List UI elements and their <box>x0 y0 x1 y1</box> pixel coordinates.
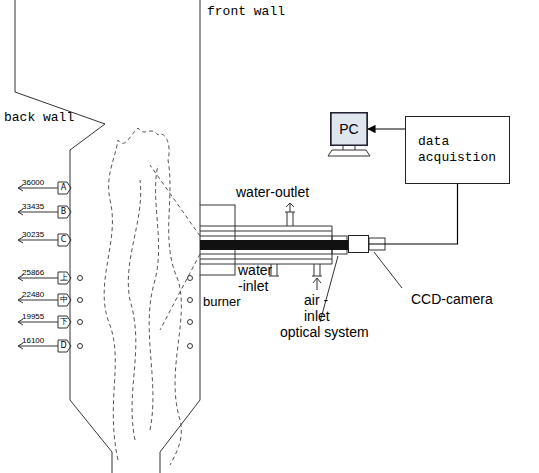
water-outlet-pipe <box>285 212 295 226</box>
level-letter: A <box>58 183 69 193</box>
part-label: water-outlet <box>236 184 309 200</box>
elevation-number: 16100 <box>22 336 44 345</box>
level-letter: 下 <box>58 317 69 327</box>
node-text: data acquistion <box>418 134 496 166</box>
boiler-outline <box>15 0 112 473</box>
flame <box>128 165 158 440</box>
pc-stand <box>328 146 370 156</box>
part-label: optical system <box>280 324 369 340</box>
pc-monitor: PC <box>330 112 368 146</box>
process-box: data acquistion <box>405 116 510 184</box>
elevation-number: 25866 <box>22 268 44 277</box>
level-letter: B <box>58 207 69 217</box>
elevation-number: 22480 <box>22 290 44 299</box>
leader-line <box>374 252 402 288</box>
elevation-number: 30235 <box>22 230 44 239</box>
air-inlet-arrow <box>313 278 321 290</box>
connector <box>369 184 458 244</box>
level-letter: 上 <box>58 273 69 283</box>
air-inlet-pipe <box>312 264 322 276</box>
connector <box>368 128 405 129</box>
flame <box>104 128 181 465</box>
node-text: PC <box>339 121 358 137</box>
device-label: CCD-camera <box>411 291 493 307</box>
level-letter: C <box>58 235 69 245</box>
elevation-markers <box>18 182 71 352</box>
water-outlet-arrow <box>286 203 294 212</box>
burner-jet <box>150 165 200 330</box>
elevation-number: 19955 <box>22 312 44 321</box>
part-label: water -inlet <box>238 262 272 294</box>
level-letter: 中 <box>58 295 69 305</box>
front-wall <box>160 0 200 473</box>
elevation-number: 36000 <box>22 178 44 187</box>
level-letter: D <box>58 341 69 351</box>
burner-core <box>200 240 348 250</box>
part-label: air -inlet <box>304 292 330 324</box>
elevation-number: 33435 <box>22 202 44 211</box>
part-label: burner <box>203 294 241 310</box>
observation-port <box>78 276 193 349</box>
wall-label: back wall <box>4 110 74 126</box>
wall-label: front wall <box>207 4 285 20</box>
camera-box: CCD-camera <box>348 235 369 253</box>
